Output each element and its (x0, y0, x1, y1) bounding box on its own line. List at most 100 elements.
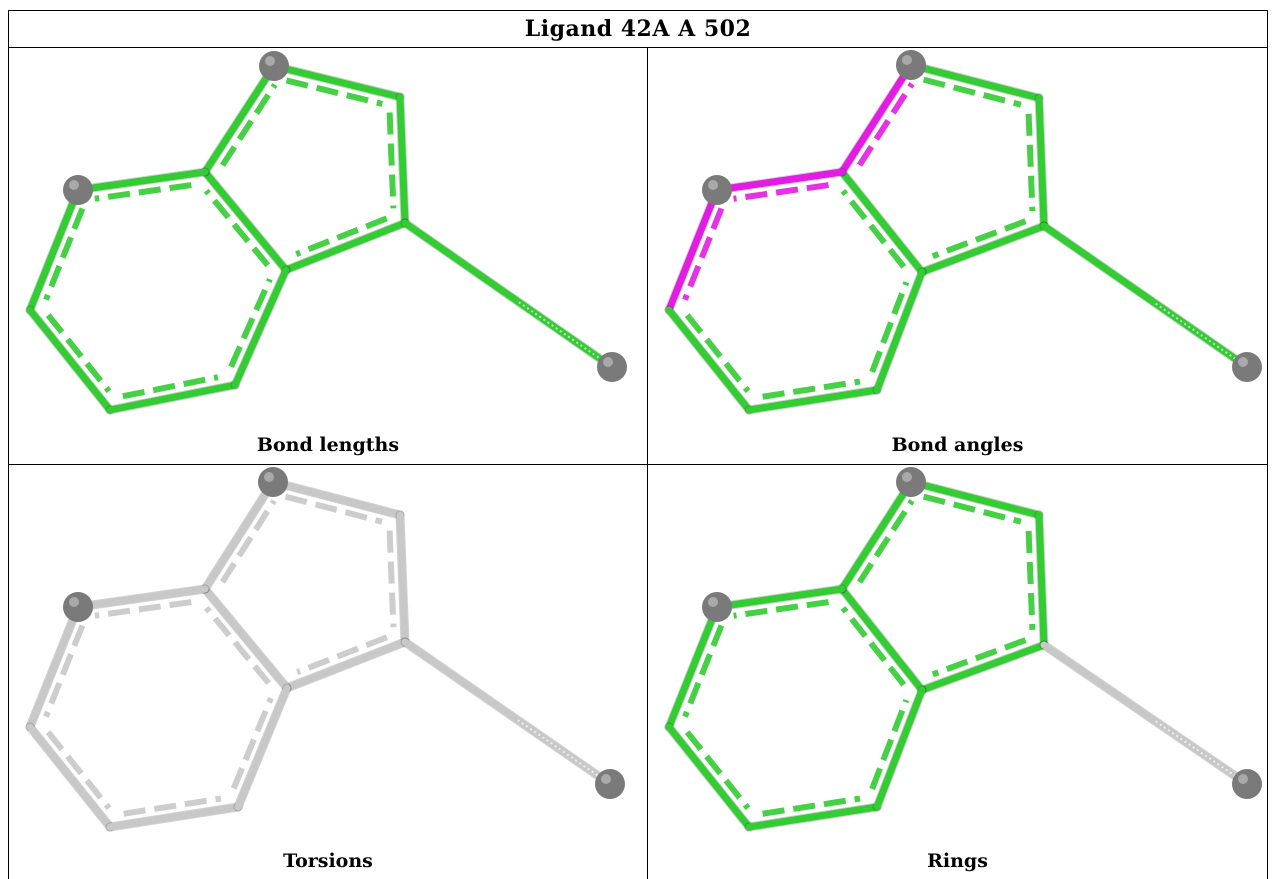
bond-fg (26, 603, 82, 731)
bond-de-aromatic (840, 188, 907, 269)
atom-f-highlight (708, 597, 718, 607)
bond-hi (106, 381, 239, 414)
bond-de (201, 168, 290, 274)
bond-de-aromatic (204, 605, 271, 686)
molecule-group (664, 467, 1262, 832)
atom-a-highlight (902, 472, 912, 482)
bond-cs (1040, 641, 1251, 788)
atom-a (258, 467, 288, 497)
bond-gh-aromatic (45, 313, 112, 394)
bond-gh (665, 306, 753, 414)
molecule-group (664, 50, 1262, 415)
atom-a-highlight (264, 472, 274, 482)
bond-ab (269, 478, 404, 519)
bond-ab-aromatic (284, 493, 383, 525)
molecule-group (25, 467, 625, 832)
bond-ef (74, 585, 209, 611)
bond-id (873, 268, 926, 394)
caption-bond-angles: Bond angles (891, 434, 1024, 456)
figure-title: Ligand 42A A 502 (524, 15, 752, 42)
bond-cs (401, 638, 614, 788)
bond-ea (838, 61, 915, 176)
bond-bc (396, 93, 409, 227)
molecule-group (25, 51, 627, 415)
bond-gh (665, 723, 753, 831)
bond-bc (396, 511, 409, 646)
bond-ea (838, 478, 915, 593)
atom-s-highlight (1238, 774, 1248, 784)
bond-ab (270, 62, 404, 101)
bond-hi (106, 803, 242, 831)
panel-torsions: Torsions (9, 465, 647, 879)
bond-gh-aromatic (684, 730, 751, 811)
atom-s-highlight (1238, 357, 1248, 367)
bond-ef (713, 585, 846, 611)
atom-a-highlight (265, 56, 275, 66)
bond-cd (283, 638, 409, 692)
bond-ea-aromatic (857, 499, 915, 584)
bond-hi-aromatic (122, 374, 219, 400)
bond-cd-aromatic (296, 634, 388, 676)
bond-fg (665, 603, 721, 731)
bond-cd-aromatic (295, 215, 388, 257)
atom-f (702, 592, 732, 622)
bond-cs (1040, 222, 1251, 371)
bond-fg-aromatic (43, 624, 86, 718)
bond-id-aromatic (228, 278, 273, 368)
atom-f-highlight (69, 180, 79, 190)
bond-fg-aromatic (682, 207, 725, 301)
atom-a (896, 50, 926, 80)
bond-de (201, 585, 291, 692)
atom-a (259, 51, 289, 81)
bond-id (231, 266, 290, 389)
column-divider (647, 47, 648, 879)
atom-f-highlight (708, 180, 718, 190)
bond-cs-hash (518, 301, 613, 368)
atom-f (63, 175, 93, 205)
bond-id-aromatic (869, 699, 910, 791)
caption-torsions: Torsions (283, 850, 373, 872)
bond-cd (918, 641, 1048, 694)
atom-s-highlight (601, 774, 611, 784)
bond-ab-aromatic (922, 76, 1022, 108)
molecule-torsions (25, 467, 625, 832)
atom-s (1232, 769, 1262, 799)
bond-de (838, 168, 926, 276)
border-top (8, 10, 1268, 11)
bond-cd (918, 222, 1048, 276)
bond-bc-aromatic (1025, 530, 1036, 630)
bond-ea-aromatic (219, 83, 278, 167)
panel-rings: Rings (648, 465, 1267, 879)
bond-id (234, 684, 291, 811)
bond-id-aromatic (869, 281, 910, 373)
bond-cs-hash (517, 719, 611, 785)
bond-fg (665, 186, 721, 314)
bond-id (873, 686, 926, 811)
caption-rings: Rings (927, 850, 988, 872)
atom-f (63, 592, 93, 622)
bond-ef-aromatic (733, 599, 829, 619)
atom-s (1232, 352, 1262, 382)
atom-f-highlight (69, 597, 79, 607)
bond-ab (907, 61, 1043, 102)
bond-bc (1035, 94, 1048, 230)
bond-ab-aromatic (285, 77, 383, 107)
bond-de-aromatic (840, 606, 907, 687)
bond-fg (26, 186, 82, 314)
bond-bc-aromatic (1025, 113, 1036, 212)
bond-bc (1035, 511, 1048, 649)
bond-ea-aromatic (857, 82, 915, 167)
bond-hi (745, 803, 881, 831)
bond-hi-aromatic (762, 795, 861, 817)
bond-gh (26, 723, 114, 831)
molecule-bond-lengths (25, 51, 627, 415)
bond-ef-aromatic (733, 182, 829, 202)
atom-a (896, 467, 926, 497)
border-right (1267, 10, 1268, 879)
bond-ea-aromatic (219, 499, 277, 584)
molecule-bond-angles (664, 50, 1262, 415)
bond-ab (907, 478, 1043, 519)
bond-ea (201, 62, 278, 176)
bond-gh (26, 306, 114, 414)
bond-cs-hash (1155, 302, 1248, 368)
